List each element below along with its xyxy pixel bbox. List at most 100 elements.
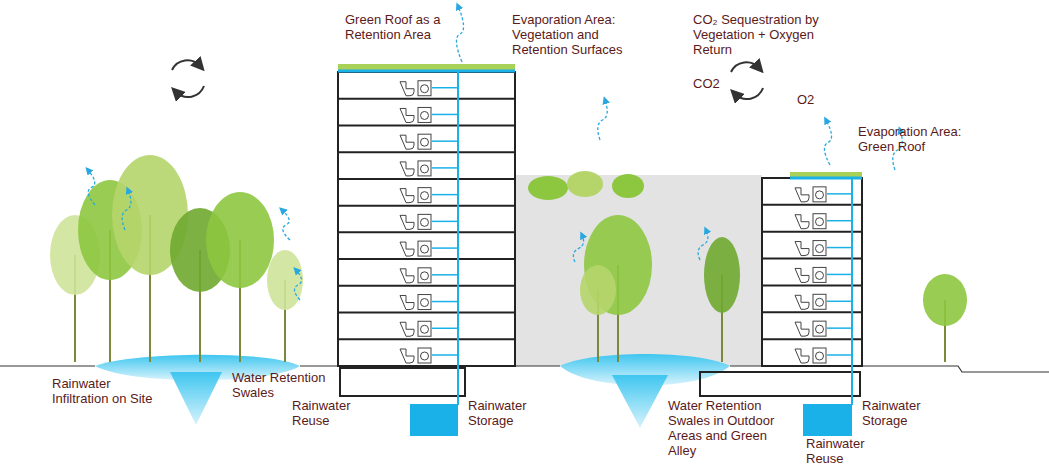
- annotation-label: Water Retention Swales in Outdoor Areas …: [668, 398, 780, 458]
- courtyard-block: [515, 175, 775, 366]
- floor-slab: [338, 312, 515, 314]
- pipe-branch: [827, 354, 852, 356]
- washer-icon: [421, 272, 429, 280]
- pipe-branch: [827, 220, 852, 222]
- tall-building: [338, 72, 515, 366]
- floor-slab: [338, 258, 515, 260]
- annotation-label: O2: [797, 92, 827, 107]
- green-roof: [338, 64, 515, 70]
- washer-icon: [816, 218, 824, 226]
- rain-pipe: [457, 72, 459, 405]
- washer-icon: [418, 214, 431, 229]
- pipe-branch: [827, 327, 852, 329]
- floor-slab: [338, 151, 515, 153]
- washer-icon: [418, 134, 431, 149]
- annotation-label: Rainwater Reuse: [292, 398, 364, 428]
- annotation-label: Water Retention Swales: [232, 370, 337, 400]
- annotation-label: Rainwater Storage: [862, 398, 934, 428]
- pipe-branch: [827, 274, 852, 276]
- basement: [340, 368, 465, 396]
- annotation-label: Rainwater Reuse: [806, 436, 878, 466]
- tree-crown: [923, 274, 967, 326]
- washer-icon: [418, 321, 431, 336]
- pipe-branch: [827, 247, 852, 249]
- toilet-icon: [400, 135, 414, 149]
- washer-icon: [418, 188, 431, 203]
- floor-slab: [338, 285, 515, 287]
- washer-icon: [418, 268, 431, 283]
- tree-crown: [704, 237, 740, 313]
- tree-crown: [580, 265, 616, 315]
- infiltration-arrow: [170, 372, 222, 425]
- washer-icon: [816, 352, 824, 360]
- toilet-icon: [795, 349, 809, 363]
- toilet-icon: [400, 322, 414, 336]
- floor-slab: [338, 231, 515, 233]
- toilet-icon: [400, 296, 414, 310]
- evaporation-arrow: [824, 120, 831, 165]
- washer-icon: [816, 271, 824, 279]
- low-building: [762, 178, 862, 366]
- generated-strokes: [50, 6, 967, 405]
- washer-icon: [813, 294, 826, 309]
- washer-icon: [813, 214, 826, 229]
- green-roof: [790, 172, 862, 177]
- washer-icon: [816, 325, 824, 333]
- roof-shrubs: [528, 171, 644, 200]
- pipe-branch: [432, 354, 458, 356]
- floor-slab: [338, 98, 515, 100]
- pipe-branch: [432, 167, 458, 169]
- floor-slab: [762, 311, 862, 313]
- washer-icon: [418, 348, 431, 363]
- pipe-branch: [827, 193, 852, 195]
- annotation-label: Evaporation Area: Vegetation and Retenti…: [512, 12, 640, 57]
- washer-icon: [421, 245, 429, 253]
- floor-slab: [338, 205, 515, 207]
- storage-tank: [410, 404, 458, 436]
- evaporation-arrow: [88, 170, 95, 205]
- annotation-label: Green Roof as a Retention Area: [345, 12, 477, 42]
- tree-crown: [206, 192, 274, 288]
- floor-slab: [762, 284, 862, 286]
- washer-icon: [418, 295, 431, 310]
- pipe-branch: [432, 194, 458, 196]
- toilet-icon: [795, 188, 809, 202]
- floor-slab: [338, 124, 515, 126]
- washer-icon: [813, 241, 826, 256]
- rain-pipe: [851, 178, 853, 405]
- ground-line: [0, 366, 1049, 372]
- floor-slab: [338, 338, 515, 340]
- washer-icon: [421, 85, 429, 93]
- cycle-icon: [172, 60, 204, 97]
- toilet-icon: [400, 189, 414, 203]
- pipe-branch: [432, 140, 458, 142]
- washer-icon: [813, 321, 826, 336]
- tree-crown: [267, 250, 303, 310]
- washer-icon: [418, 241, 431, 256]
- toilet-icon: [400, 349, 414, 363]
- toilet-icon: [795, 242, 809, 256]
- washer-icon: [418, 161, 431, 176]
- washer-icon: [816, 245, 824, 253]
- washer-icon: [421, 299, 429, 307]
- floor-slab: [762, 204, 862, 206]
- floor-slab: [762, 258, 862, 260]
- toilet-icon: [795, 295, 809, 309]
- pipe-branch: [432, 221, 458, 223]
- floor-slab: [762, 338, 862, 340]
- toilet-icon: [795, 268, 809, 282]
- floor-slab: [338, 178, 515, 180]
- washer-icon: [421, 192, 429, 200]
- pipe-branch: [827, 301, 852, 303]
- washer-icon: [421, 165, 429, 173]
- floor-slab: [762, 231, 862, 233]
- pipe-branch: [432, 114, 458, 116]
- annotation-label: Rainwater Storage: [468, 398, 540, 428]
- retention-layer: [338, 70, 515, 73]
- washer-icon: [421, 218, 429, 226]
- evaporation-arrow: [282, 210, 290, 240]
- toilet-icon: [400, 242, 414, 256]
- washer-icon: [816, 191, 824, 199]
- washer-icon: [816, 298, 824, 306]
- evaporation-arrow: [456, 6, 463, 62]
